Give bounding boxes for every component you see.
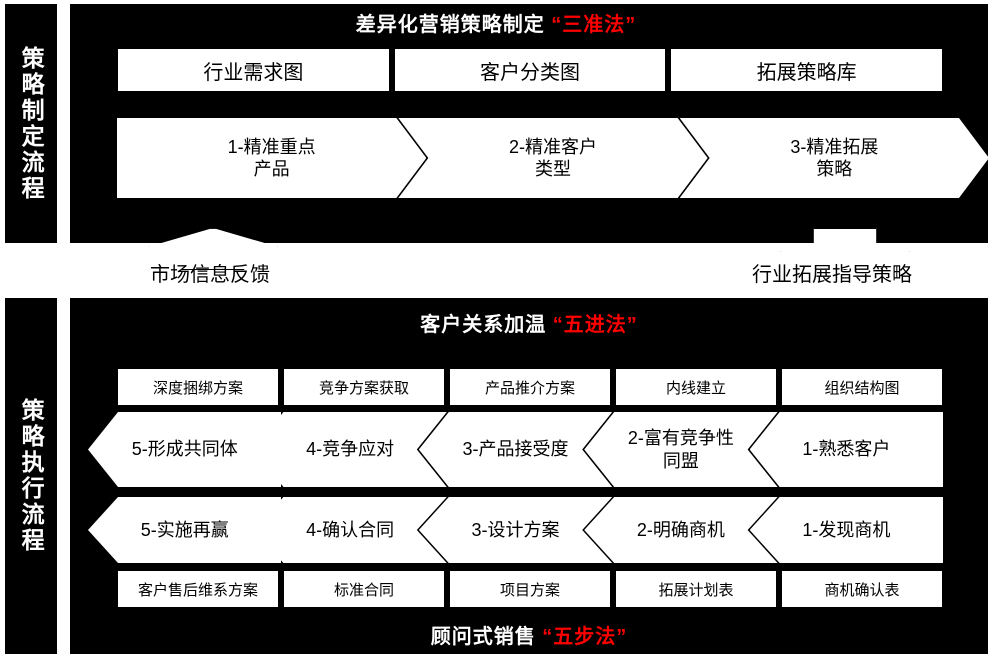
sales-step-3-label: 3-设计方案 [471,519,560,540]
deliverable-box[interactable]: 客户售后维系方案 [117,570,279,608]
connector-right-label: 行业拓展指导策略 [752,264,912,286]
sales-step-4-label: 4-确认合同 [306,519,395,540]
top-header-box-row: 行业需求图 客户分类图 拓展策略库 [117,48,944,92]
relation-step-5[interactable]: 5-形成共同体 [88,412,282,487]
relation-step-4[interactable]: 4-竞争应对 [253,412,446,487]
relation-step-2[interactable]: 2-富有竞争性同盟 [584,412,777,487]
flow-step-1[interactable]: 1-精准重点产品 [117,118,426,198]
artifact-box[interactable]: 内线建立 [615,368,777,406]
bottom-flow-row-2: 5-实施再赢 4-确认合同 3-设计方案 2-明确商机 1-发现商机 [88,497,944,563]
relation-step-3-label: 3-产品接受度 [462,439,569,460]
flow-step-1-label: 1-精准重点产品 [227,136,316,179]
top-title-highlight: “三准法” [551,14,637,36]
relation-step-3[interactable]: 3-产品接受度 [419,412,612,487]
header-box[interactable]: 客户分类图 [393,48,667,92]
sales-step-5-label: 5-实施再赢 [140,519,229,540]
relation-step-1-label: 1-熟悉客户 [802,439,891,460]
flow-step-3[interactable]: 3-精准拓展策略 [680,118,989,198]
bottom-top-box-row: 深度捆绑方案 竞争方案获取 产品推介方案 内线建立 组织结构图 [117,368,943,406]
sales-step-5[interactable]: 5-实施再赢 [88,497,282,563]
deliverable-box[interactable]: 项目方案 [449,570,611,608]
artifact-box[interactable]: 产品推介方案 [449,368,611,406]
footer-title-main: 顾问式销售 [430,626,536,648]
artifact-box[interactable]: 深度捆绑方案 [117,368,279,406]
bottom-title-highlight: “五进法” [552,314,638,336]
footer-section-title: 顾问式销售 “五步法” [70,620,988,649]
header-box[interactable]: 行业需求图 [117,48,390,92]
flow-step-2[interactable]: 2-精准客户类型 [398,118,707,198]
artifact-box[interactable]: 竞争方案获取 [283,368,445,406]
top-flow-chevrons: 1-精准重点产品 2-精准客户类型 3-精准拓展策略 [117,118,989,198]
footer-title-highlight: “五步法” [542,626,628,648]
bottom-flow-row-1: 5-形成共同体 4-竞争应对 3-产品接受度 2-富有竞争性同盟 1-熟悉客户 [88,412,944,487]
sales-step-2-label: 2-明确商机 [636,519,725,540]
sidebar-bottom-text: 策略执行流程 [18,398,45,554]
relation-step-4-label: 4-竞争应对 [306,439,395,460]
deliverable-box[interactable]: 标准合同 [283,570,445,608]
top-section-title: 差异化营销策略制定 “三准法” [0,8,992,37]
artifact-box[interactable]: 组织结构图 [781,368,943,406]
relation-step-5-label: 5-形成共同体 [131,439,238,460]
deliverable-box[interactable]: 商机确认表 [781,570,943,608]
relation-step-2-label: 2-富有竞争性同盟 [627,428,734,471]
flow-step-2-label: 2-精准客户类型 [508,136,597,179]
connector-left-label: 市场信息反馈 [150,264,270,286]
sidebar-top-text: 策略制定流程 [18,45,45,202]
flow-step-3-label: 3-精准拓展策略 [790,136,879,179]
relation-step-1[interactable]: 1-熟悉客户 [749,412,944,487]
header-box[interactable]: 拓展策略库 [670,48,944,92]
sales-step-2[interactable]: 2-明确商机 [584,497,777,563]
top-title-main: 差异化营销策略制定 [355,14,545,36]
sales-step-1-label: 1-发现商机 [802,519,891,540]
bottom-title-main: 客户关系加温 [420,314,547,336]
sidebar-label-strategy-execution: 策略执行流程 [5,298,57,654]
sales-step-4[interactable]: 4-确认合同 [253,497,446,563]
sidebar-label-strategy-planning: 策略制定流程 [5,4,57,243]
bottom-section-title: 客户关系加温 “五进法” [70,308,988,337]
sales-step-3[interactable]: 3-设计方案 [419,497,612,563]
bottom-bottom-box-row: 客户售后维系方案 标准合同 项目方案 拓展计划表 商机确认表 [117,570,943,608]
sales-step-1[interactable]: 1-发现商机 [749,497,944,563]
deliverable-box[interactable]: 拓展计划表 [615,570,777,608]
